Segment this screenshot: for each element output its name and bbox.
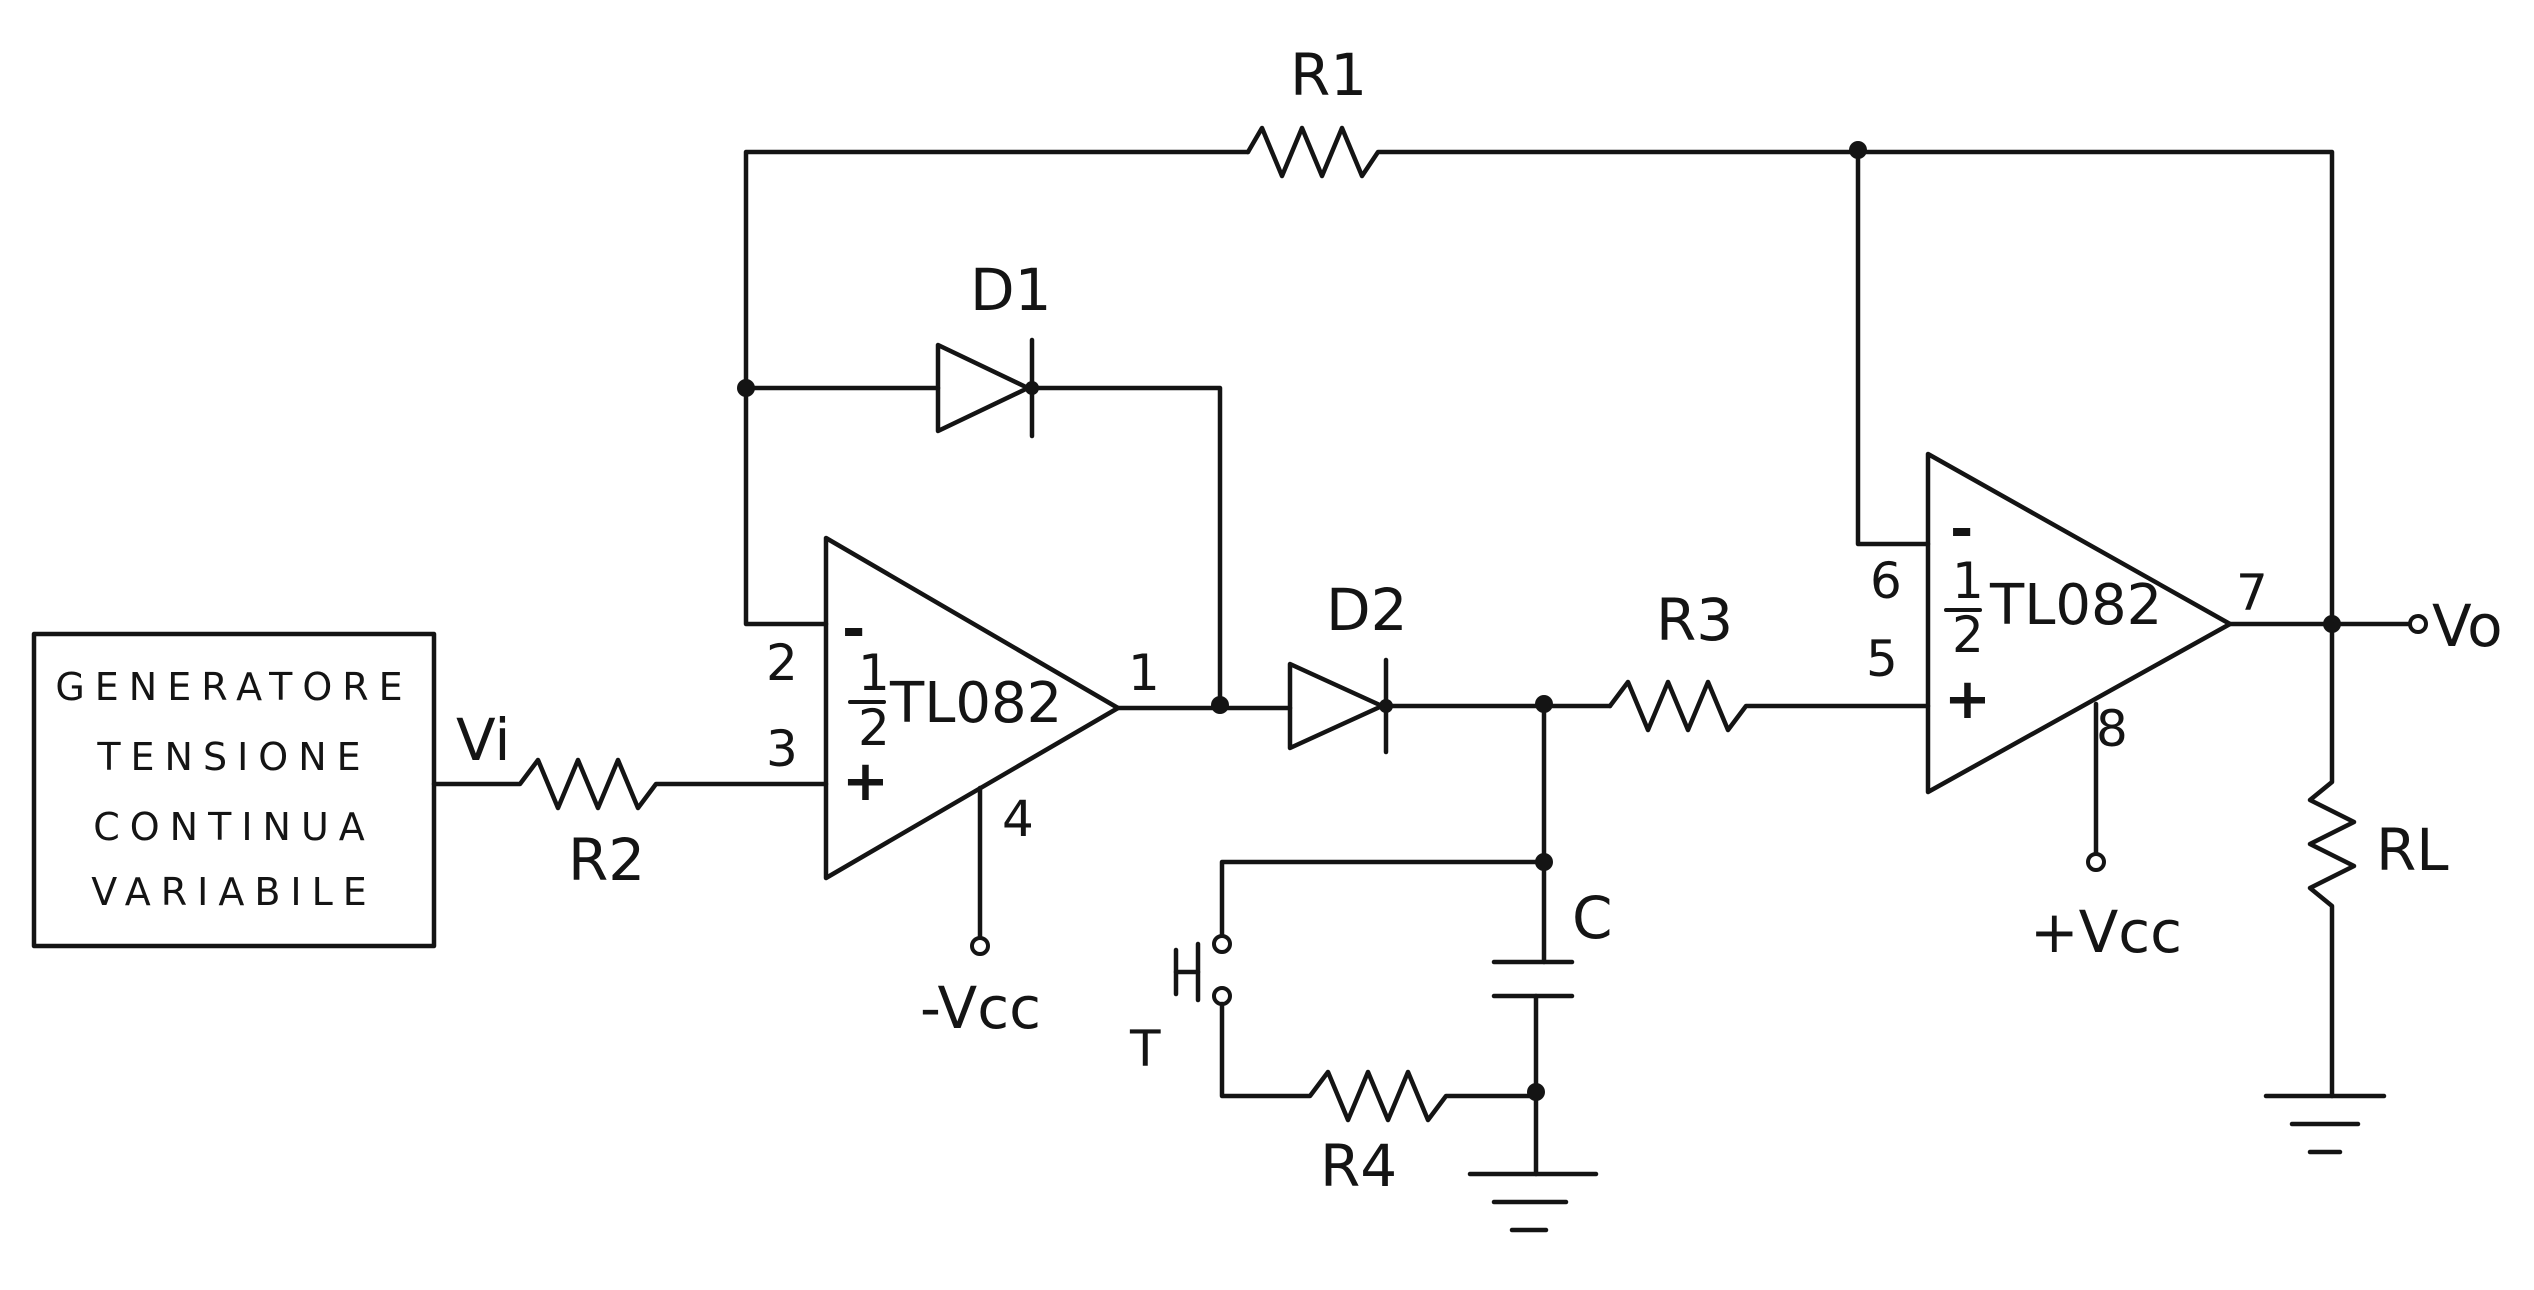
resistor-r1: R1 — [1245, 41, 1861, 179]
opamp2-half-denominator: 2 — [1952, 606, 1984, 664]
opamp2-inverting-wire — [1855, 149, 1931, 547]
opamp1-pin-4: 4 — [1002, 790, 1034, 848]
opamp1-half-numerator: 1 — [858, 644, 890, 702]
output-terminal — [2408, 614, 2428, 634]
junction-d1-cathode — [1025, 381, 1039, 395]
top-rail-right — [1855, 149, 2335, 629]
negative-supply: -Vcc — [920, 785, 1041, 1042]
ground-load — [2263, 1093, 2387, 1155]
resistor-rl: RL — [2307, 621, 2449, 1099]
generator-line-1: GENERATORE — [55, 665, 412, 709]
t-label: T — [1129, 1020, 1161, 1078]
resistor-r3: R3 — [1607, 586, 1931, 733]
generator-line-2: TENSIONE — [96, 735, 370, 779]
vo-label: Vo — [2432, 592, 2503, 660]
opamp1-half-denominator: 2 — [858, 699, 890, 757]
opamp1-minus: - — [842, 597, 865, 662]
opamp1-pin-1: 1 — [1128, 644, 1160, 702]
d1-label: D1 — [970, 256, 1052, 324]
opamp2-pin-7: 7 — [2236, 564, 2268, 622]
r2-label: R2 — [568, 826, 645, 894]
r4-label: R4 — [1320, 1132, 1397, 1200]
capacitor-c: C — [1491, 884, 1613, 999]
junction-opamp1-output — [1211, 696, 1229, 714]
opamp1-chip-name: TL082 — [889, 671, 1062, 736]
opamp1-plus: + — [842, 749, 889, 814]
junction-switch-top — [1535, 853, 1553, 871]
rl-label: RL — [2376, 816, 2449, 884]
pushbutton-t: T — [1129, 934, 1232, 1078]
diode-d2: D2 — [1287, 576, 1408, 755]
ground-capacitor — [1467, 1171, 1599, 1233]
resistor-r2: R2 — [431, 757, 829, 894]
switch-top-wire — [1219, 859, 1547, 937]
positive-supply: +Vcc — [2030, 701, 2182, 966]
resistor-r4: R4 — [1219, 1001, 1539, 1200]
opamp1-pin-2: 2 — [766, 634, 798, 692]
opamp2-pin-8: 8 — [2096, 700, 2128, 758]
d2-label: D2 — [1326, 576, 1408, 644]
opamp-1: - + 1 2 TL082 2 3 1 4 — [766, 535, 1160, 881]
r1-label: R1 — [1290, 41, 1367, 109]
neg-vcc-label: -Vcc — [920, 974, 1041, 1042]
opamp1-pin-3: 3 — [766, 720, 798, 778]
opamp-2: - + 1 2 TL082 6 5 7 8 — [1866, 451, 2268, 795]
generator-line-4: VARIABILE — [91, 870, 377, 914]
opamp2-pin-5: 5 — [1866, 630, 1898, 688]
junction-r4-right — [1527, 1083, 1545, 1101]
opamp2-plus: + — [1944, 667, 1991, 732]
generator-block: GENERATORE TENSIONE CONTINUA VARIABILE — [31, 631, 437, 949]
pos-vcc-label: +Vcc — [2030, 898, 2182, 966]
r3-label: R3 — [1656, 586, 1733, 654]
opamp2-pin-6: 6 — [1870, 552, 1902, 610]
c-label: C — [1572, 884, 1613, 952]
opamp2-chip-name: TL082 — [1989, 573, 2162, 638]
opamp2-minus: - — [1950, 497, 1973, 562]
vi-label: Vi — [456, 706, 511, 774]
junction-d1-left — [737, 379, 755, 397]
diode-d1: D1 — [743, 256, 1223, 705]
opamp2-half-numerator: 1 — [1952, 552, 1984, 610]
generator-line-3: CONTINUA — [93, 805, 375, 849]
